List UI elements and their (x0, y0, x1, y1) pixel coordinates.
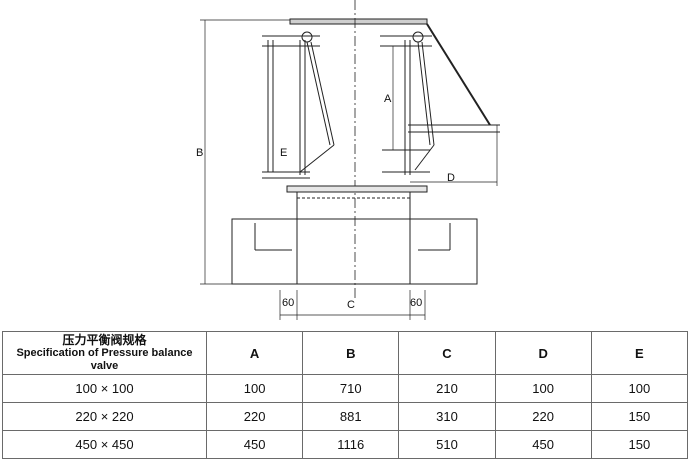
spec-cell: 220 × 220 (2, 402, 207, 431)
spec-table-header: 压力平衡阀规格 Specification of Pressure balanc… (2, 331, 689, 375)
value-c: 310 (398, 402, 496, 431)
dim-label-d: D (447, 172, 455, 184)
table-row: 100 × 100 100 710 210 100 100 (2, 374, 689, 403)
right-valve-frame (380, 23, 500, 175)
base-duct (231, 218, 478, 285)
spec-header-en: Specification of Pressure balance valve (16, 347, 193, 372)
dim-label-b: B (196, 147, 203, 159)
spec-cell: 100 × 100 (2, 374, 207, 403)
value-b: 710 (302, 374, 400, 403)
value-a: 220 (205, 402, 304, 431)
value-a: 100 (205, 374, 304, 403)
value-d: 100 (494, 374, 592, 403)
valve-technical-drawing: B A D E C 60 60 (196, 0, 500, 320)
dimension-lines (200, 19, 498, 320)
dim-label-c: C (347, 299, 355, 311)
neck-flange (286, 185, 428, 222)
left-valve-frame (262, 31, 335, 179)
dim-label-e: E (280, 147, 287, 159)
table-row: 220 × 220 220 881 310 220 150 (2, 402, 689, 431)
value-b: 881 (302, 402, 400, 431)
spec-header-cell: 压力平衡阀规格 Specification of Pressure balanc… (2, 331, 207, 375)
col-header-e: E (590, 331, 689, 375)
col-header-c: C (398, 331, 496, 375)
dim-label-a: A (384, 93, 392, 105)
spec-table: 压力平衡阀规格 Specification of Pressure balanc… (2, 331, 689, 459)
spec-header-cn: 压力平衡阀规格 (62, 333, 147, 347)
dim-label-left-60: 60 (282, 297, 294, 309)
value-d: 220 (494, 402, 592, 431)
value-e: 150 (590, 402, 689, 431)
value-c: 210 (398, 374, 496, 403)
col-header-d: D (494, 331, 592, 375)
top-plate (289, 18, 428, 25)
col-header-b: B (302, 331, 400, 375)
value-e: 100 (590, 374, 689, 403)
col-header-a: A (205, 331, 304, 375)
dim-label-right-60: 60 (410, 297, 422, 309)
